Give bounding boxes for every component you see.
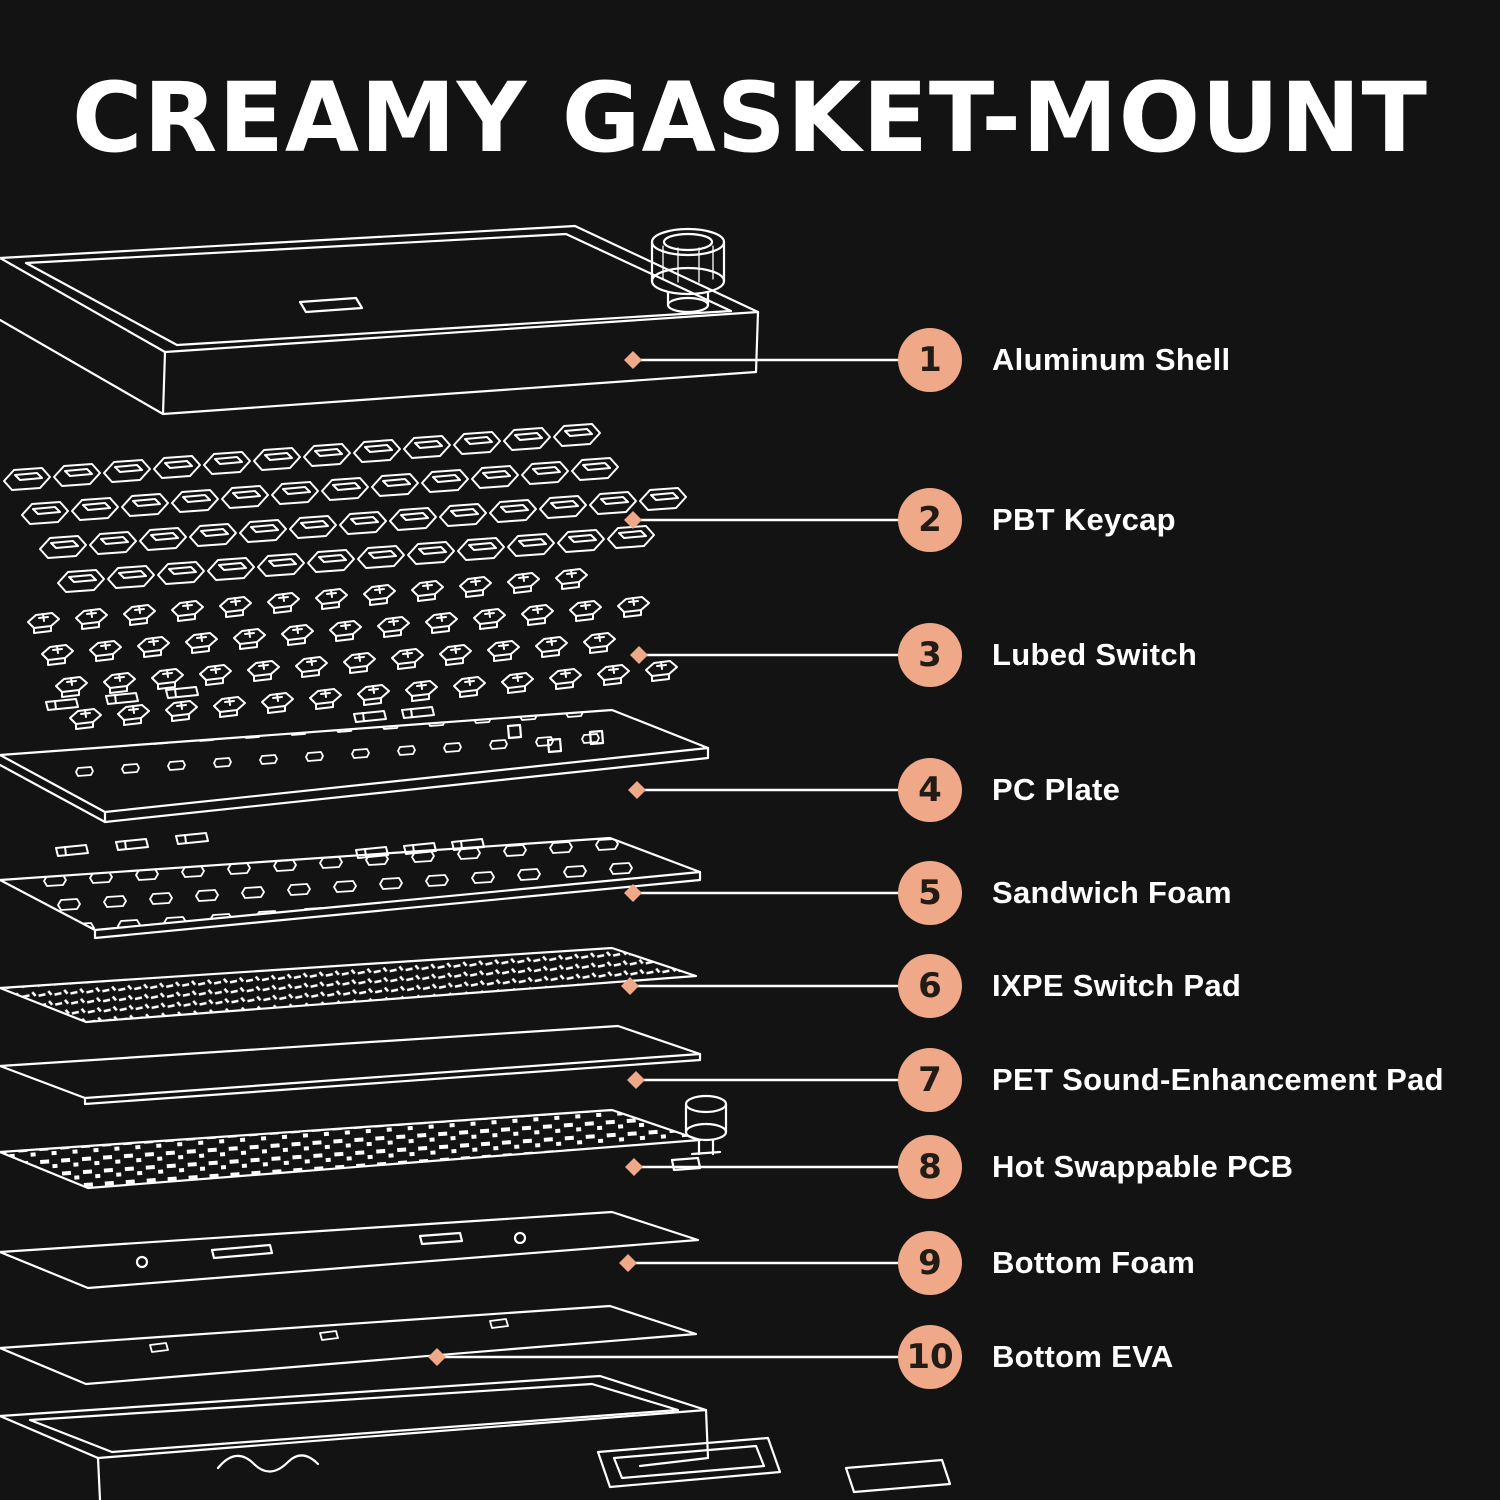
layer-1-aluminum-shell-drawing bbox=[0, 224, 760, 416]
callout-label: IXPE Switch Pad bbox=[992, 968, 1242, 1003]
layer-3-lubed-switches-drawing bbox=[26, 567, 679, 731]
callout-label: PC Plate bbox=[992, 772, 1121, 807]
page-title: CREAMY GASKET-MOUNT bbox=[71, 62, 1429, 174]
callout-row-pet-pad: 7 PET Sound-Enhancement Pad bbox=[898, 1048, 1444, 1112]
layer-5-sandwich-foam-drawing bbox=[0, 831, 702, 940]
callout-number-badge: 8 bbox=[898, 1135, 962, 1199]
callout-row-hot-swappable-pcb: 8 Hot Swappable PCB bbox=[898, 1135, 1293, 1199]
bottom-case-drawing bbox=[0, 1374, 952, 1500]
callout-label: Lubed Switch bbox=[992, 637, 1198, 672]
layer-2-pbt-keycaps-drawing bbox=[2, 422, 688, 594]
callout-label: Bottom EVA bbox=[992, 1339, 1174, 1374]
callout-number-badge: 9 bbox=[898, 1231, 962, 1295]
callout-label: Sandwich Foam bbox=[992, 875, 1232, 910]
callout-diamond-markers bbox=[428, 351, 648, 1366]
callout-row-bottom-eva: 10 Bottom EVA bbox=[898, 1325, 1174, 1389]
callout-row-aluminum-shell: 1 Aluminum Shell bbox=[898, 328, 1230, 392]
volume-knob-drawing bbox=[650, 227, 726, 314]
pcb-knob-drawing bbox=[684, 1094, 728, 1156]
callout-row-bottom-foam: 9 Bottom Foam bbox=[898, 1231, 1195, 1295]
layer-10-bottom-eva-drawing bbox=[0, 1304, 698, 1386]
callout-label: PET Sound-Enhancement Pad bbox=[992, 1062, 1444, 1097]
layer-6-ixpe-switch-pad-drawing bbox=[0, 946, 698, 1024]
layer-7-pet-pad-drawing bbox=[0, 1024, 702, 1106]
callout-number-badge: 6 bbox=[898, 954, 962, 1018]
callout-row-pbt-keycap: 2 PBT Keycap bbox=[898, 488, 1176, 552]
layer-9-bottom-foam-drawing bbox=[0, 1210, 700, 1290]
callout-label: Bottom Foam bbox=[992, 1245, 1196, 1280]
callout-label: Hot Swappable PCB bbox=[992, 1149, 1294, 1184]
callout-number-badge: 1 bbox=[898, 328, 962, 392]
callout-label: Aluminum Shell bbox=[992, 342, 1231, 377]
callout-row-ixpe-switch-pad: 6 IXPE Switch Pad bbox=[898, 954, 1241, 1018]
layer-4-pc-plate-drawing bbox=[0, 685, 710, 824]
callout-number-badge: 5 bbox=[898, 861, 962, 925]
callout-number-badge: 7 bbox=[898, 1048, 962, 1112]
callout-number-badge: 4 bbox=[898, 758, 962, 822]
callout-number-badge: 10 bbox=[898, 1325, 962, 1389]
callout-row-lubed-switch: 3 Lubed Switch bbox=[898, 623, 1197, 687]
callout-number-badge: 2 bbox=[898, 488, 962, 552]
callout-row-sandwich-foam: 5 Sandwich Foam bbox=[898, 861, 1232, 925]
callout-number-badge: 3 bbox=[898, 623, 962, 687]
callout-row-pc-plate: 4 PC Plate bbox=[898, 758, 1120, 822]
callout-leader-lines bbox=[435, 358, 900, 1359]
layer-8-pcb-drawing bbox=[0, 1094, 728, 1190]
callout-label: PBT Keycap bbox=[992, 502, 1176, 537]
